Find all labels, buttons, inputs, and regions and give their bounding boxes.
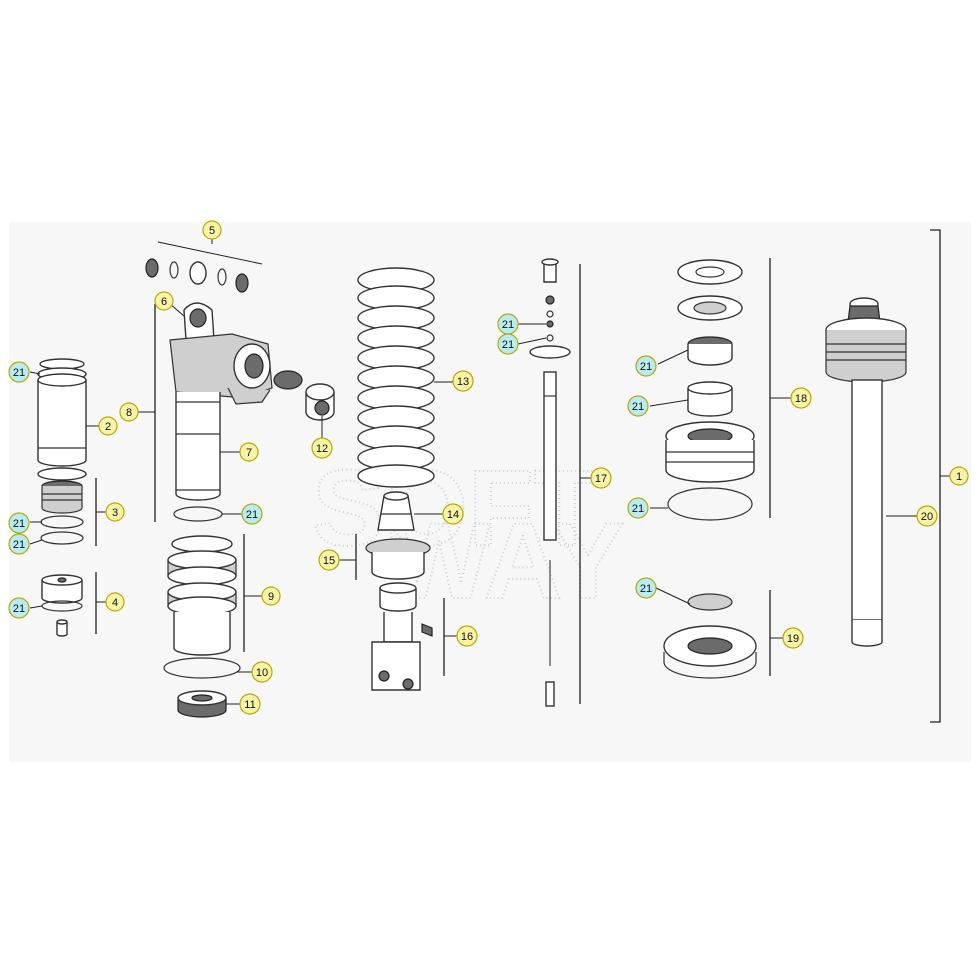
callout-12[interactable]: 12 xyxy=(311,437,333,459)
part-lower-clevis xyxy=(371,582,433,691)
callouts: 1 2 3 4 5 6 7 8 9 10 11 12 13 14 15 16 1… xyxy=(8,220,969,715)
svg-text:21: 21 xyxy=(502,319,514,331)
callout-6[interactable]: 6 xyxy=(154,291,174,311)
svg-text:20: 20 xyxy=(921,511,933,523)
callout-7[interactable]: 7 xyxy=(239,442,259,462)
svg-text:12: 12 xyxy=(316,443,328,455)
callout-3[interactable]: 3 xyxy=(105,502,125,522)
callout-2[interactable]: 2 xyxy=(98,416,118,436)
callout-11[interactable]: 11 xyxy=(239,693,261,715)
svg-text:16: 16 xyxy=(461,631,473,643)
svg-text:21: 21 xyxy=(13,539,25,551)
callout-21-reservoir-top[interactable]: 21 xyxy=(8,361,30,383)
svg-text:4: 4 xyxy=(112,597,118,609)
callout-21-seal-head[interactable]: 21 xyxy=(635,577,657,599)
callout-21-piston-lower[interactable]: 21 xyxy=(8,533,30,555)
part-reservoir-piston xyxy=(40,480,84,545)
part-o-ring-10 xyxy=(163,657,241,679)
callout-5[interactable]: 5 xyxy=(202,220,222,240)
part-reservoir-body xyxy=(37,358,87,481)
svg-text:15: 15 xyxy=(323,555,335,567)
callout-21-cap[interactable]: 21 xyxy=(8,597,30,619)
svg-text:8: 8 xyxy=(126,407,132,419)
svg-text:17: 17 xyxy=(595,473,607,485)
part-coil-spring xyxy=(357,267,435,488)
svg-text:11: 11 xyxy=(244,699,255,711)
callout-10[interactable]: 10 xyxy=(251,661,273,683)
callout-21-mount-ring[interactable]: 21 xyxy=(627,497,649,519)
svg-text:13: 13 xyxy=(457,376,469,388)
callout-21-mount-bearing[interactable]: 21 xyxy=(635,355,657,377)
callout-21-body[interactable]: 21 xyxy=(241,503,263,525)
svg-text:21: 21 xyxy=(13,367,25,379)
callout-18[interactable]: 18 xyxy=(790,387,812,409)
part-damper-cartridge xyxy=(825,297,907,647)
svg-text:18: 18 xyxy=(795,393,807,405)
callout-17[interactable]: 17 xyxy=(590,467,612,489)
svg-text:21: 21 xyxy=(13,603,25,615)
callout-13[interactable]: 13 xyxy=(452,370,474,392)
callout-21-piston-upper[interactable]: 21 xyxy=(8,512,30,534)
svg-text:21: 21 xyxy=(502,339,514,351)
part-spring-collar xyxy=(365,538,431,580)
callout-21-shaft-upper[interactable]: 21 xyxy=(497,313,519,335)
callout-19[interactable]: 19 xyxy=(782,627,804,649)
callout-21-mount-bushing[interactable]: 21 xyxy=(627,395,649,417)
svg-text:14: 14 xyxy=(447,509,459,521)
svg-text:5: 5 xyxy=(209,225,215,237)
part-bump-stop xyxy=(377,491,415,531)
svg-text:21: 21 xyxy=(632,503,644,515)
svg-text:21: 21 xyxy=(640,361,652,373)
svg-text:21: 21 xyxy=(640,583,652,595)
svg-text:21: 21 xyxy=(246,509,258,521)
callout-14[interactable]: 14 xyxy=(442,503,464,525)
svg-text:19: 19 xyxy=(787,633,799,645)
part-top-mount xyxy=(665,259,755,521)
part-shock-body xyxy=(169,302,273,522)
part-seal-head xyxy=(663,593,757,679)
part-preload-collar xyxy=(167,535,237,656)
part-bottom-nut xyxy=(177,690,227,718)
callout-20[interactable]: 20 xyxy=(916,505,938,527)
part-adjuster-knob xyxy=(273,370,335,421)
callout-15[interactable]: 15 xyxy=(318,549,340,571)
callout-21-shaft-lower[interactable]: 21 xyxy=(497,333,519,355)
svg-text:2: 2 xyxy=(105,421,111,433)
callout-16[interactable]: 16 xyxy=(456,625,478,647)
svg-text:10: 10 xyxy=(256,667,268,679)
svg-text:9: 9 xyxy=(268,591,274,603)
svg-text:21: 21 xyxy=(632,401,644,413)
svg-text:3: 3 xyxy=(112,507,118,519)
watermark-line2: WAY xyxy=(388,500,624,621)
callout-4[interactable]: 4 xyxy=(105,592,125,612)
svg-text:21: 21 xyxy=(13,518,25,530)
svg-text:7: 7 xyxy=(246,447,252,459)
svg-text:1: 1 xyxy=(956,471,962,483)
callout-1[interactable]: 1 xyxy=(949,466,969,486)
callout-8[interactable]: 8 xyxy=(119,402,139,422)
part-piston-shaft xyxy=(529,258,571,707)
part-bushing-set xyxy=(145,241,263,293)
callout-9[interactable]: 9 xyxy=(261,586,281,606)
svg-text:6: 6 xyxy=(161,296,167,308)
part-reservoir-cap xyxy=(41,574,83,637)
diagram-panel xyxy=(9,222,971,762)
